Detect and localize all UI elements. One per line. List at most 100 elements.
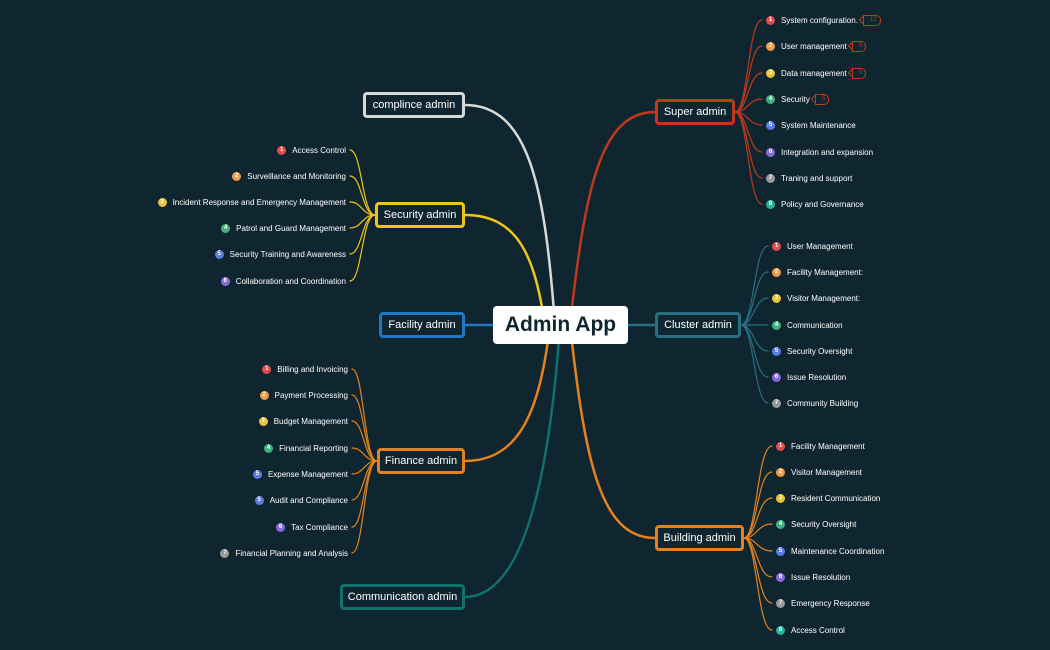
leaf-label: Billing and Invoicing [277, 364, 348, 374]
leaf-label: Security Training and Awareness [229, 249, 346, 259]
leaf-label: Resident Communication [791, 493, 881, 503]
leaf-label: Data management [781, 68, 847, 78]
connector [349, 175, 376, 216]
connector [351, 447, 378, 462]
leaf-item-finance[interactable]: 1 Billing and Invoicing [262, 362, 348, 376]
leaf-label: Surveillance and Monitoring [247, 171, 346, 181]
connector [568, 323, 657, 540]
number-badge-icon: 2 [259, 390, 269, 400]
number-badge-icon: 8 [766, 199, 775, 209]
leaf-label: Tax Compliance [291, 522, 348, 532]
number-badge-icon: 1 [776, 441, 785, 451]
branch-cluster-admin[interactable]: Cluster admin [655, 312, 741, 338]
connector [734, 111, 763, 179]
connector [743, 537, 773, 604]
collapsed-count-badge[interactable]: 12 [862, 14, 881, 26]
leaf-label: Payment Processing [274, 390, 348, 400]
branch-compliance-admin[interactable]: complince admin [363, 92, 465, 118]
leaf-label: Incident Response and Emergency Manageme… [172, 197, 346, 207]
number-badge-icon: 2 [766, 41, 775, 51]
number-badge-icon: 3 [766, 68, 775, 78]
connector [463, 323, 562, 599]
number-badge-icon: 5 [254, 495, 264, 505]
connector [349, 214, 376, 282]
leaf-label: User Management [787, 241, 853, 251]
connector [349, 149, 376, 216]
number-badge-icon: 8 [776, 625, 785, 635]
branch-security-admin[interactable]: Security admin [375, 202, 465, 228]
branch-communication-admin[interactable]: Communication admin [340, 584, 465, 610]
branch-building-admin[interactable]: Building admin [655, 525, 744, 551]
number-badge-icon: 7 [772, 398, 781, 408]
number-badge-icon: 3 [772, 293, 781, 303]
number-badge-icon: 6 [766, 147, 775, 157]
number-badge-icon: 1 [772, 241, 781, 251]
connector [568, 110, 657, 327]
connector [734, 45, 763, 113]
number-badge-icon: 6 [776, 572, 785, 582]
connector [463, 103, 557, 327]
leaf-item-cluster[interactable]: 3 Visitor Management: [772, 291, 860, 305]
leaf-label: Visitor Management: [787, 293, 861, 303]
branch-facility-admin[interactable]: Facility admin [379, 312, 465, 338]
branch-super-admin[interactable]: Super admin [655, 99, 735, 125]
leaf-label: Traning and support [781, 173, 853, 183]
number-badge-icon: 3 [258, 416, 268, 426]
number-badge-icon: 2 [776, 467, 785, 477]
leaf-item-building[interactable]: 8 Access Control [776, 623, 845, 637]
leaf-item-cluster[interactable]: 1 User Management [772, 239, 853, 253]
leaf-label: Access Control [791, 625, 845, 635]
leaf-item-finance[interactable]: 2 Payment Processing [259, 388, 348, 402]
leaf-label: Issue Resolution [787, 372, 847, 382]
number-badge-icon: 4 [772, 320, 781, 330]
number-badge-icon: 2 [772, 267, 781, 277]
number-badge-icon: 1 [262, 364, 272, 374]
connector [351, 460, 378, 528]
branch-finance-admin[interactable]: Finance admin [377, 448, 465, 474]
leaf-label: Access Control [292, 145, 346, 155]
number-badge-icon: 5 [776, 546, 785, 556]
collapsed-count-badge[interactable]: 5 [814, 93, 830, 105]
leaf-item-super[interactable]: 3 Data management 5 [766, 66, 867, 80]
collapsed-count-badge[interactable]: 5 [851, 67, 867, 79]
leaf-label: Patrol and Guard Management [236, 223, 346, 233]
collapsed-count-badge[interactable]: 5 [851, 40, 867, 52]
number-badge-icon: 7 [776, 598, 785, 608]
number-badge-icon: 3 [157, 197, 167, 207]
center-node[interactable]: Admin App [493, 306, 628, 344]
connector [463, 213, 547, 327]
leaf-item-security[interactable]: 3 Incident Response and Emergency Managem… [157, 195, 346, 209]
